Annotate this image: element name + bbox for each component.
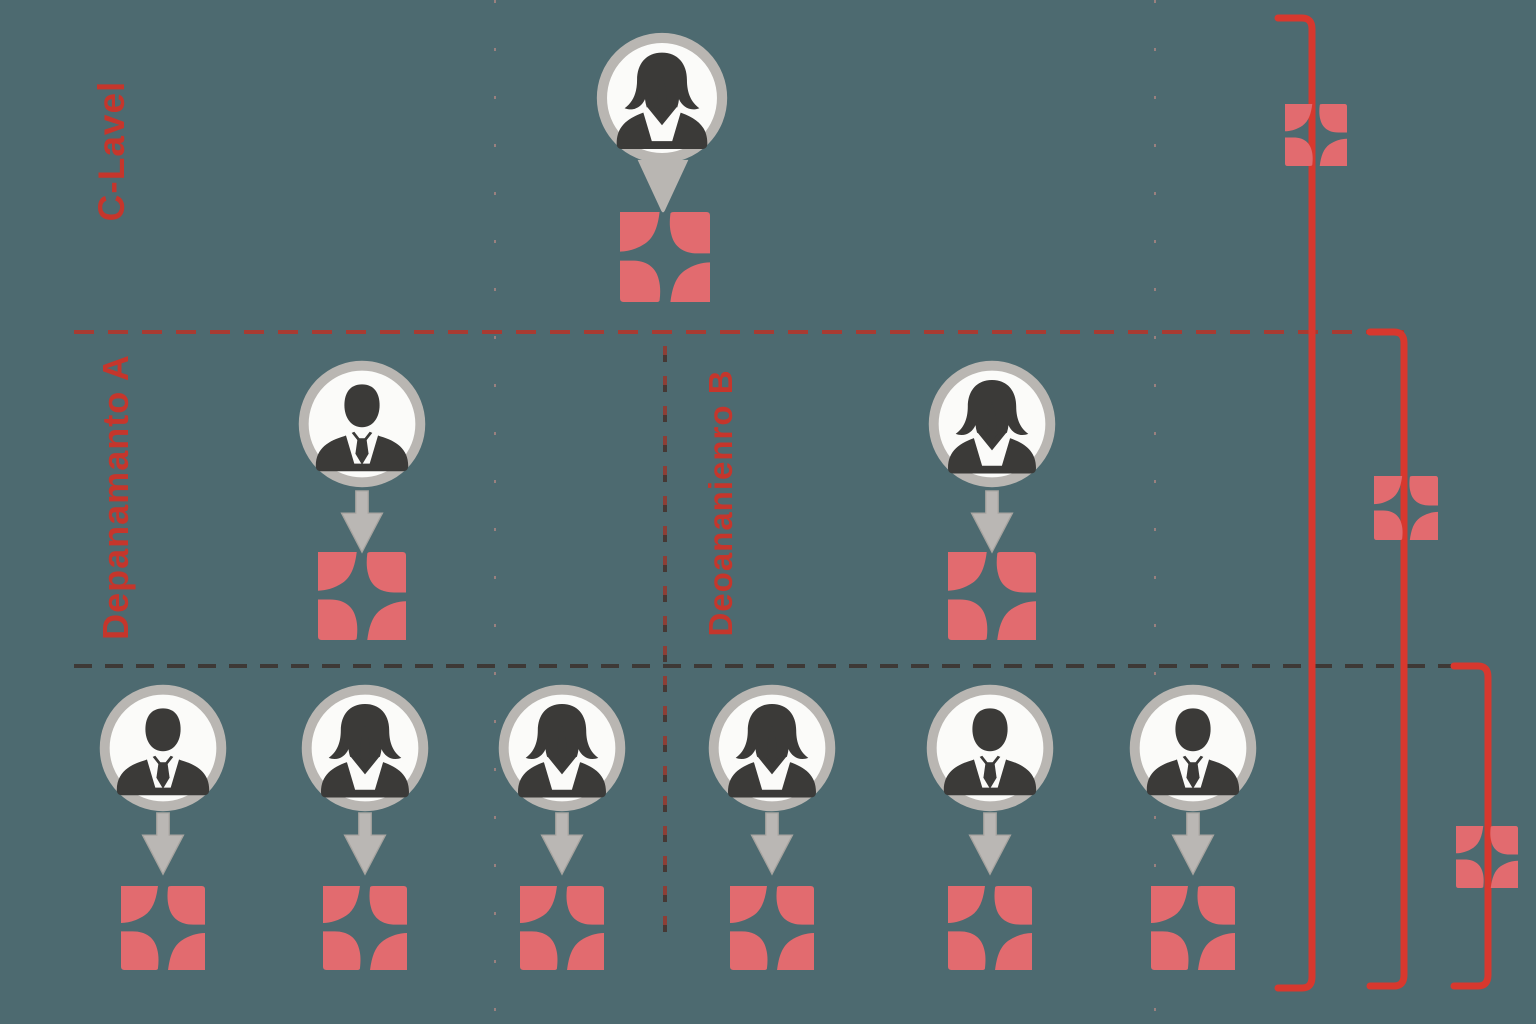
company-logo-icon <box>321 886 409 970</box>
department-separator-line <box>74 664 1466 668</box>
c-level-label: C-Lavel <box>91 80 132 222</box>
staff-avatar <box>924 682 1056 814</box>
company-logo-icon <box>1284 104 1348 166</box>
company-logo-icon <box>728 886 816 970</box>
department-divider-line <box>663 346 667 940</box>
staff-avatar <box>299 682 431 814</box>
staff-avatar <box>97 682 229 814</box>
down-arrow-icon <box>334 490 390 554</box>
down-arrow-icon <box>744 812 800 876</box>
faint-grid-line <box>494 0 496 1024</box>
pointer-tail-icon <box>634 158 692 216</box>
ceo-avatar <box>594 30 730 166</box>
company-logo-icon <box>946 552 1038 640</box>
staff-avatar <box>706 682 838 814</box>
down-arrow-icon <box>534 812 590 876</box>
faint-grid-line <box>1154 0 1156 1024</box>
bracket-staff <box>1450 661 1492 991</box>
dept-a-head-avatar <box>296 358 428 490</box>
bracket-all-levels <box>1274 13 1316 993</box>
company-logo-icon <box>119 886 207 970</box>
staff-avatar <box>496 682 628 814</box>
staff-avatar <box>1127 682 1259 814</box>
company-logo-icon <box>618 212 712 302</box>
company-logo-icon <box>946 886 1034 970</box>
down-arrow-icon <box>337 812 393 876</box>
company-logo-icon <box>1149 886 1237 970</box>
company-logo-icon <box>1372 476 1440 540</box>
c-level-separator-line <box>74 330 1404 334</box>
company-logo-icon <box>316 552 408 640</box>
down-arrow-icon <box>964 490 1020 554</box>
bracket-departments <box>1366 327 1408 991</box>
company-logo-icon <box>518 886 606 970</box>
department-b-label: Deoananienro B <box>702 369 739 637</box>
down-arrow-icon <box>135 812 191 876</box>
company-logo-icon <box>1454 826 1520 888</box>
department-a-label: Depanamanto A <box>95 354 136 640</box>
down-arrow-icon <box>1165 812 1221 876</box>
dept-b-head-avatar <box>926 358 1058 490</box>
down-arrow-icon <box>962 812 1018 876</box>
